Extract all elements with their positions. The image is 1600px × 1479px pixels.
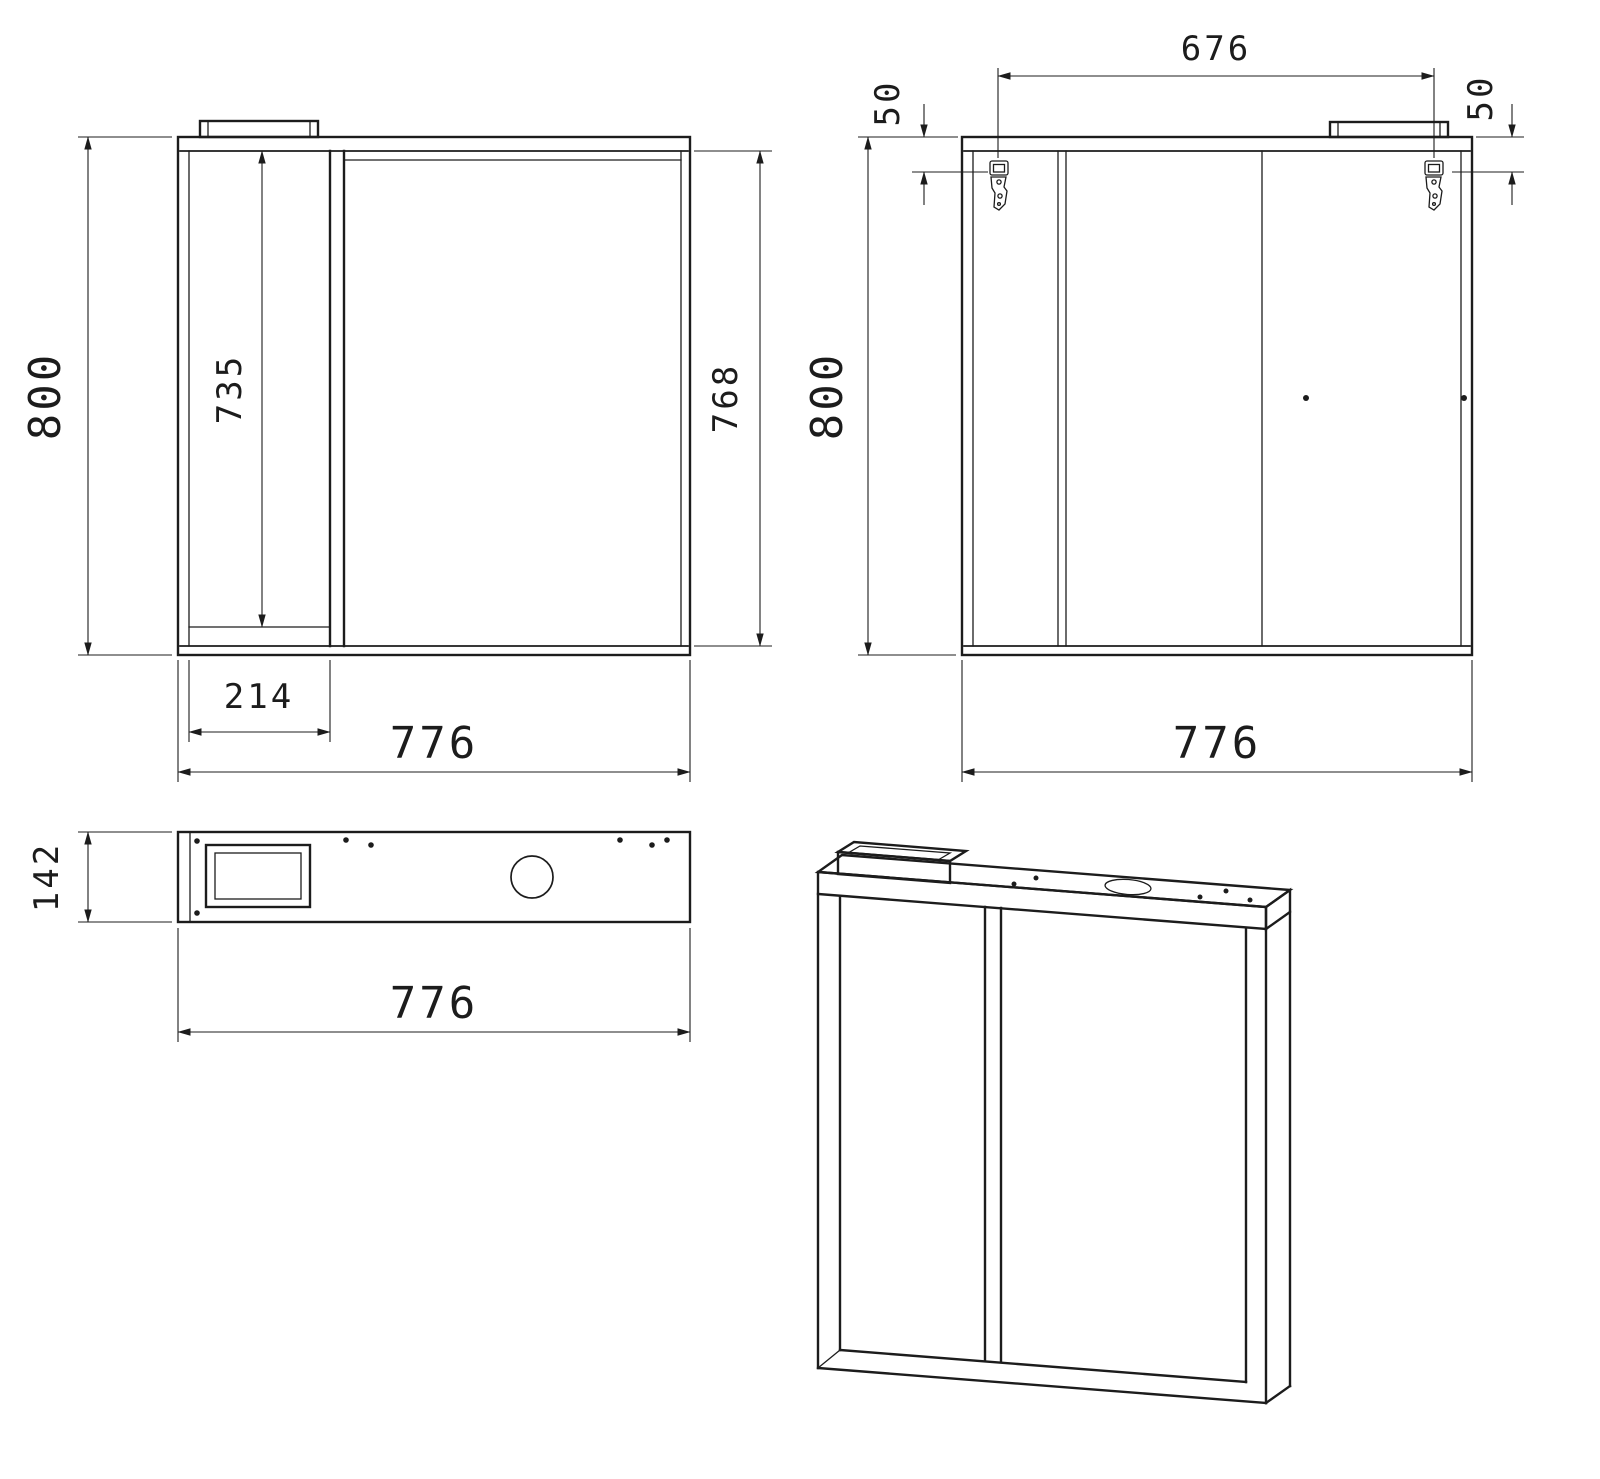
screw-dot [1461,395,1467,401]
dim-label-back-overall-width: 776 [1173,718,1261,769]
wall-bracket-right [1424,160,1444,211]
screw-dot [617,837,623,843]
dim-front-overall-height: 800 [20,136,172,656]
screw-dot [368,842,374,848]
back-view: 676 50 50 800 776 [802,29,1524,782]
dim-back-overall-width: 776 [961,660,1473,782]
front-view-geometry [176,119,692,657]
screw-dot [194,910,200,916]
screw-dot [194,838,200,844]
isometric-view [814,840,1294,1405]
lamp-box-top-back [1328,120,1450,139]
screw-dot [343,837,349,843]
screw-dot [649,842,655,848]
dim-label-front-overall-width: 776 [390,718,478,769]
isometric-screw-dots [1011,875,1253,903]
dim-front-mirror-height: 768 [694,150,772,647]
lamp-bracket-plan [204,843,312,909]
screw-dot [1303,395,1309,401]
dim-label-back-overall-height: 800 [802,352,853,440]
dim-label-front-overall-height: 800 [20,352,71,440]
dim-label-back-right-bracket-offset: 50 [1461,75,1501,122]
dim-back-right-bracket-offset: 50 [1452,75,1524,205]
wall-bracket-left [989,160,1009,211]
dim-label-bottom-overall-width: 776 [390,978,478,1029]
dim-front-door-height: 735 [210,150,266,628]
screw-dot [664,837,670,843]
wire-hole [510,855,554,899]
bottom-view: 142 776 [27,830,692,1042]
dim-bottom-depth: 142 [27,831,172,923]
dim-label-front-door-height: 735 [210,354,250,424]
dim-back-left-bracket-offset: 50 [868,80,988,205]
dim-label-front-mirror-height: 768 [706,363,746,433]
lamp-box-top [198,119,320,139]
dim-front-door-width: 214 [188,660,331,742]
dim-label-bottom-depth: 142 [27,842,67,912]
dim-back-bracket-span: 676 [997,29,1435,158]
isometric-lamp-box [834,840,970,885]
bottom-view-geometry [176,830,692,924]
dim-back-overall-height: 800 [802,136,956,656]
dim-label-back-left-bracket-offset: 50 [868,80,908,127]
dim-label-back-bracket-span: 676 [1181,29,1251,69]
wire-hole-isometric [1104,878,1152,896]
dim-bottom-overall-width: 776 [177,928,691,1042]
isometric-frame-edges [814,853,1294,1405]
dim-label-front-door-width: 214 [224,677,294,717]
back-view-geometry [960,120,1474,657]
front-view: 800 735 768 214 776 [20,119,772,782]
dim-front-overall-width: 776 [177,660,691,782]
